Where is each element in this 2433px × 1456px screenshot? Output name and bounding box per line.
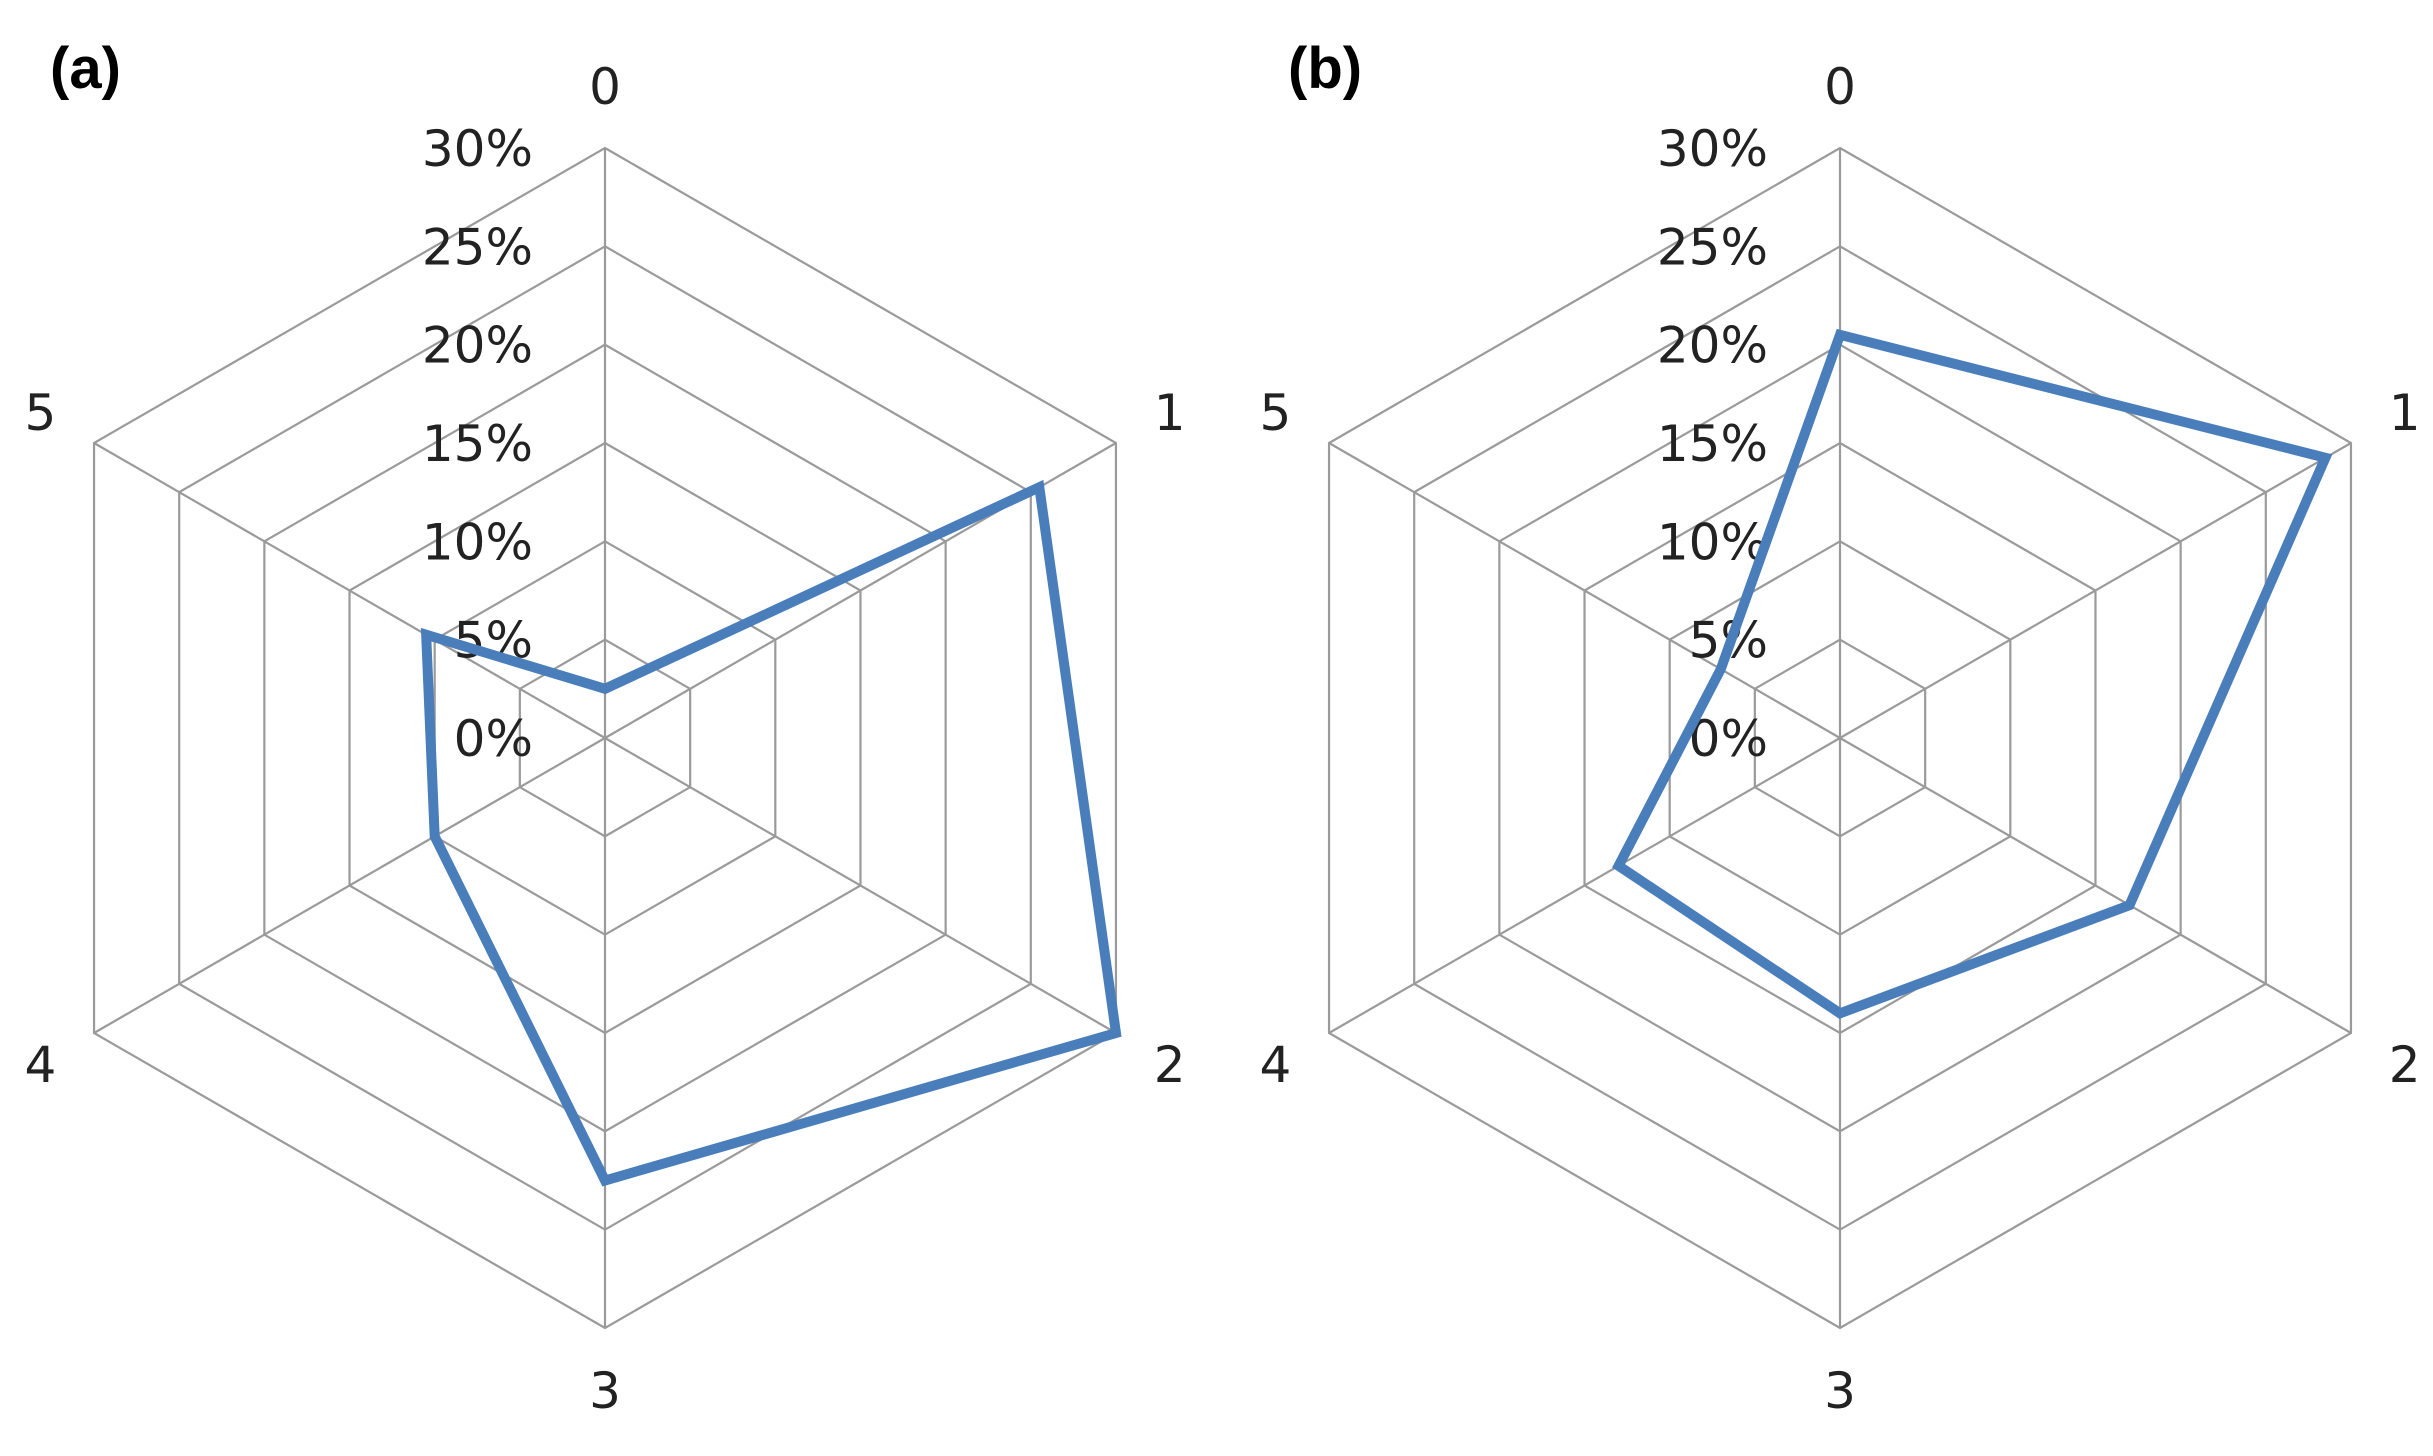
category-label: 1 xyxy=(1154,384,1186,442)
spoke xyxy=(604,737,1117,1034)
radar-spokes xyxy=(93,148,1117,1328)
series-line xyxy=(420,479,1122,1187)
tick-label: 25% xyxy=(422,218,533,276)
spoke xyxy=(1328,737,1841,1034)
category-label: 5 xyxy=(1259,384,1291,442)
panel-label: (a) xyxy=(50,36,121,101)
tick-label: 30% xyxy=(1657,120,1768,178)
spoke xyxy=(1839,737,2352,1034)
spoke xyxy=(93,442,606,739)
tick-label: 20% xyxy=(422,317,533,375)
spoke xyxy=(1328,442,1841,739)
category-label: 2 xyxy=(2389,1036,2421,1094)
radar-series xyxy=(420,479,1122,1187)
radar-tick-labels: 30% 25% 20% 15% 10% 5% 0% xyxy=(422,120,533,768)
radar-category-labels: 0 1 2 3 4 5 xyxy=(24,58,1185,1420)
radar-tick-labels: 30% 25% 20% 15% 10% 5% 0% xyxy=(1657,120,1768,768)
category-label: 3 xyxy=(589,1362,621,1420)
tick-label: 30% xyxy=(422,120,533,178)
category-label: 4 xyxy=(24,1036,56,1094)
tick-label: 20% xyxy=(1657,317,1768,375)
category-label: 0 xyxy=(1824,58,1856,116)
radar-series xyxy=(1612,328,2333,1019)
radar-panel-a: 30% 25% 20% 15% 10% 5% 0% 0 1 2 3 4 5 (a… xyxy=(24,36,1185,1420)
radar-panel-b: 30% 25% 20% 15% 10% 5% 0% 0 1 2 3 4 5 (b… xyxy=(1259,36,2420,1420)
radar-spokes xyxy=(1328,148,2352,1328)
panel-label: (b) xyxy=(1288,36,1362,101)
tick-label: 0% xyxy=(1689,710,1768,768)
tick-label: 15% xyxy=(1657,415,1768,473)
category-label: 2 xyxy=(1154,1036,1186,1094)
tick-label: 15% xyxy=(422,415,533,473)
series-line xyxy=(1612,328,2333,1019)
category-label: 3 xyxy=(1824,1362,1856,1420)
tick-label: 10% xyxy=(1657,513,1768,571)
category-label: 1 xyxy=(2389,384,2421,442)
radar-category-labels: 0 1 2 3 4 5 xyxy=(1259,58,2420,1420)
tick-label: 0% xyxy=(454,710,533,768)
category-label: 5 xyxy=(24,384,56,442)
tick-label: 10% xyxy=(422,513,533,571)
spoke xyxy=(1839,442,2352,739)
tick-label: 25% xyxy=(1657,218,1768,276)
spoke xyxy=(93,737,606,1034)
category-label: 0 xyxy=(589,58,621,116)
category-label: 4 xyxy=(1259,1036,1291,1094)
